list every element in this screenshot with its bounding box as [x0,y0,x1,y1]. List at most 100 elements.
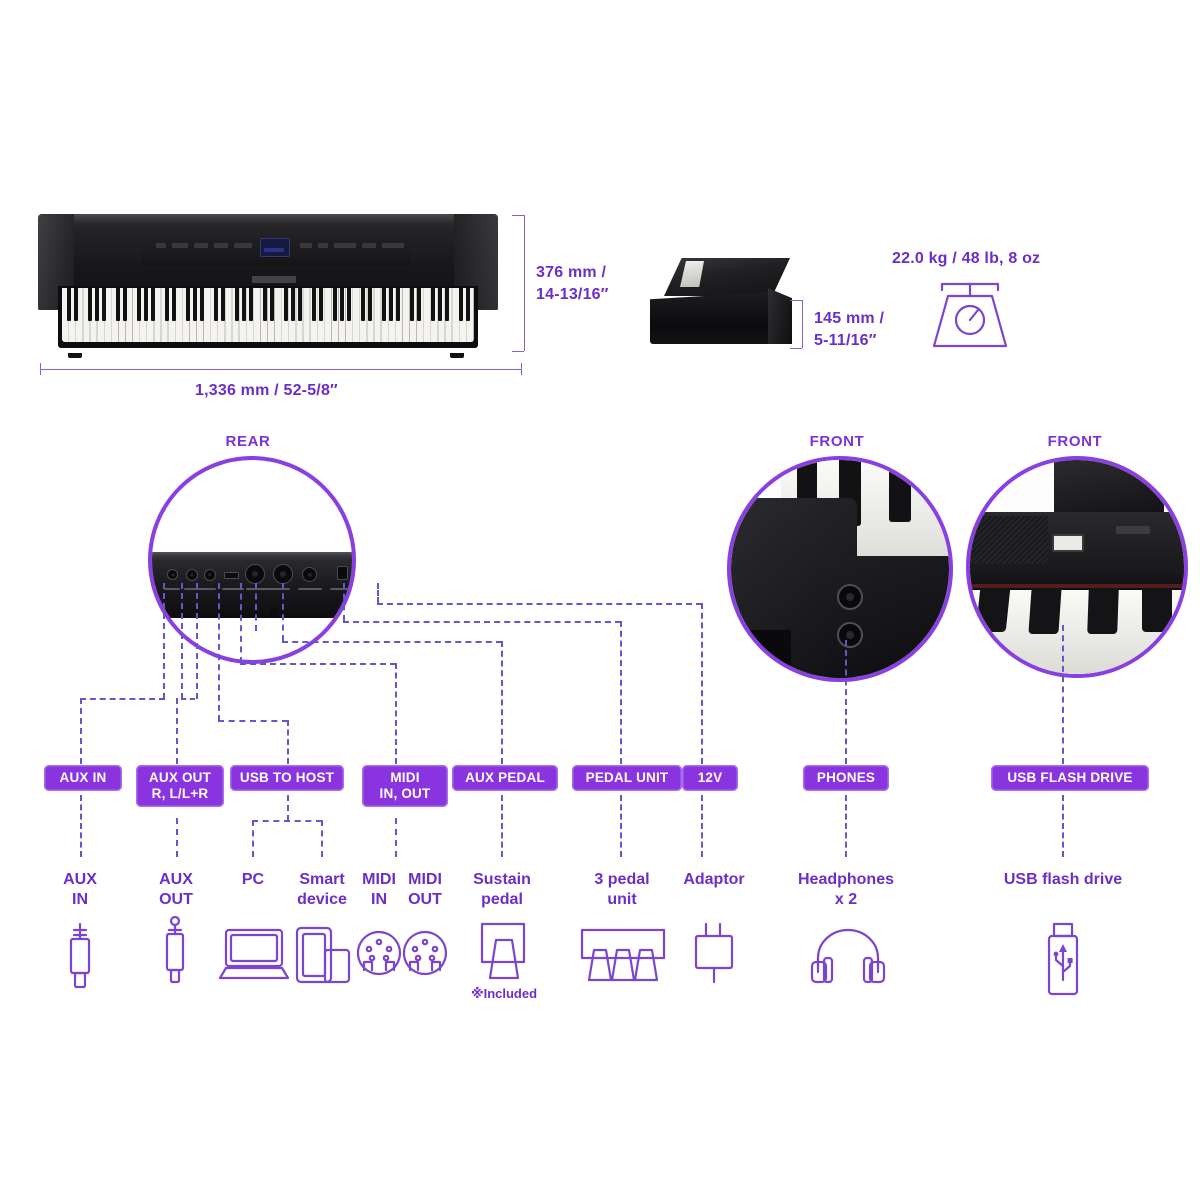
piano-side-right-face [768,288,792,344]
connector-aux-in-elbow [80,698,165,700]
front-phones-detail-circle [727,456,953,682]
connector-usb-flash [1062,625,1064,764]
rear-detail-circle [148,456,356,664]
drop-aux-in [80,795,82,857]
port-badge-usb-to-host[interactable]: USB TO HOST [230,765,344,791]
weight-label: 22.0 kg / 48 lb, 8 oz [892,250,1041,267]
device-label-adaptor: Adaptor [683,871,745,888]
connector-phones [845,640,847,764]
connector-pedal-unit-a [343,583,345,621]
piano-white-keys [62,288,474,342]
rear-panel-photo [152,460,352,660]
laptop-icon [218,928,290,980]
phone-plug-icon [165,915,185,984]
device-label-pedal-unit: 3 pedal unit [594,871,650,908]
usb-stick-icon [1047,922,1079,996]
connector-usb-host-drop [287,720,289,764]
depth-measure-line [802,300,803,348]
drop-phones [845,795,847,857]
drop-midi [395,818,397,857]
piano-side-front-face [650,292,772,344]
port-badge-aux-pedal[interactable]: AUX PEDAL [452,765,558,791]
port-badge-pedal-unit[interactable]: PEDAL UNIT [572,765,682,791]
device-label-midi-out: MIDI OUT [408,871,442,908]
piano-side-view-image [650,258,800,350]
front-usb-view-title: FRONT [1047,433,1103,450]
device-label-pc: PC [241,871,265,888]
connector-12v-elbow [377,603,702,605]
front-phones-photo [731,460,949,678]
connector-pedal-unit-drop [620,621,622,764]
port-badge-phones[interactable]: PHONES [803,765,889,791]
weight-scale-icon [932,282,1008,348]
sustain-pedal-icon [480,922,526,980]
drop-usb-host-split [252,820,322,822]
drop-aux-pedal [501,795,503,857]
port-badge-aux-in[interactable]: AUX IN [44,765,122,791]
port-badge-midi[interactable]: MIDI IN, OUT [362,765,448,807]
drop-pc [252,820,254,857]
piano-front-view-image [38,214,498,358]
connector-midi-elbow [240,663,396,665]
headphone-jack-2 [837,622,863,648]
piano-side-keys [680,261,704,287]
din-connector-icon-2 [402,930,448,976]
headphone-jack-1 [837,584,863,610]
connector-pedal-unit-elbow [343,621,621,623]
front-usb-photo [970,460,1184,674]
connector-aux-out-b [196,583,198,699]
drop-aux-out [176,818,178,857]
power-adaptor-icon [694,922,734,984]
piano-foot-left [68,353,82,358]
device-label-smart-device: Smart device [297,871,347,908]
mini-plug-icon [69,922,91,989]
sustain-pedal-included-note: ※Included [470,986,538,1001]
depth-dimension-label: 145 mm / 5-11/16″ [814,310,885,349]
port-badge-usb-flash-drive[interactable]: USB FLASH DRIVE [991,765,1149,791]
connector-aux-pedal-drop [501,641,503,764]
connector-midi-a [240,583,242,663]
connector-usb-host-a [218,583,220,721]
width-dimension-label: 1,336 mm / 52-5/8″ [195,382,338,399]
connector-usb-host-elbow [218,720,288,722]
yamaha-logo [252,276,296,283]
piano-foot-right [450,353,464,358]
device-label-midi-in: MIDI IN [362,871,396,908]
drop-usb-flash [1062,795,1064,857]
drop-12v [701,795,703,857]
drop-usb-host [287,795,289,821]
drop-pedal-unit [620,795,622,857]
three-pedal-icon [580,928,666,982]
connector-12v-a [377,583,379,603]
port-badge-12v[interactable]: 12V [682,765,738,791]
piano-keybed [58,286,478,348]
device-label-aux-in: AUX IN [63,871,97,908]
connector-aux-in-top [163,583,165,699]
headphones-icon [810,928,886,984]
drop-smart [321,820,323,857]
port-badge-aux-out[interactable]: AUX OUT R, L/L+R [136,765,224,807]
connector-aux-pedal-a [282,583,284,641]
height-dimension-label: 376 mm / 14-13/16″ [536,264,609,303]
piano-lcd-screen [260,238,290,257]
connector-midi-b [255,583,257,631]
connector-aux-out-a [181,583,183,699]
connector-aux-out-elbow [181,698,195,700]
front-jacks-view-title: FRONT [809,433,865,450]
width-measure-line [40,369,522,370]
connector-12v-drop [701,603,703,764]
connector-aux-pedal-elbow [282,641,502,643]
connector-aux-in-drop [80,698,82,764]
connector-aux-out-drop [176,698,178,764]
height-measure-line [524,215,525,351]
device-label-sustain-pedal: Sustain pedal [473,871,531,908]
din-connector-icon [356,930,402,976]
device-label-aux-out: AUX OUT [159,871,193,908]
tablet-phone-icon [295,926,351,984]
device-label-usb-flash-drive: USB flash drive [1003,871,1123,888]
front-usb-detail-circle [966,456,1188,678]
piano-top-bevel [40,214,496,223]
connector-midi-drop [395,663,397,764]
device-label-headphones: Headphones x 2 [797,871,894,908]
